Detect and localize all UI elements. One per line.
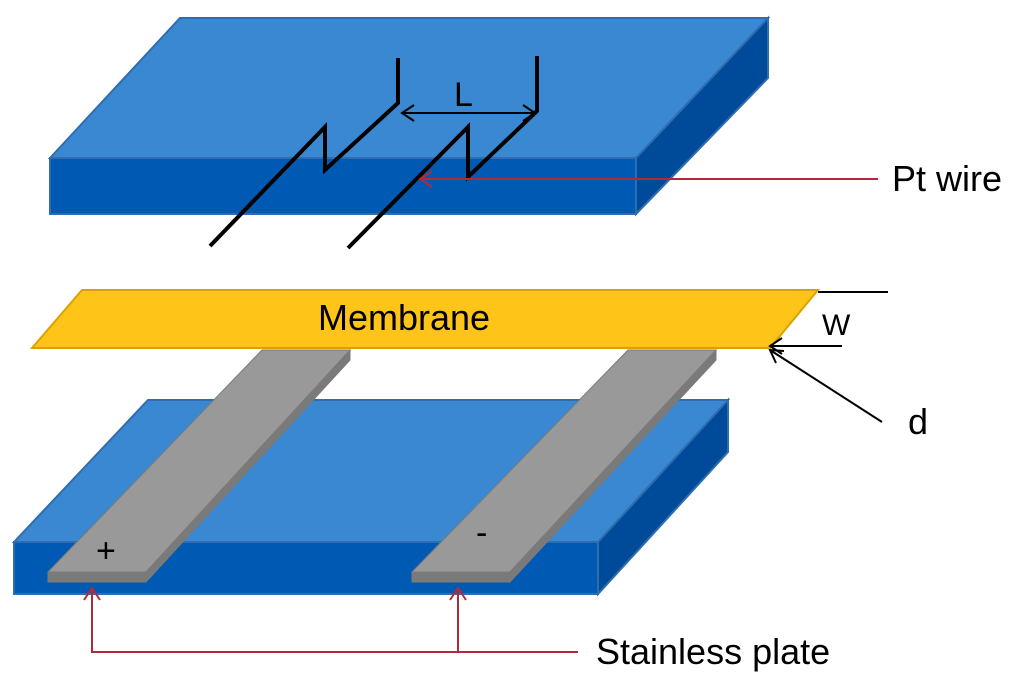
upper-plate-front-face <box>49 157 637 215</box>
membrane <box>29 289 821 349</box>
electrode-positive <box>46 348 352 584</box>
length-dimension: L <box>400 76 537 122</box>
pt-wire-right <box>346 56 539 250</box>
stainless-plate-pointer-line <box>91 588 459 653</box>
width-label: W <box>822 309 851 342</box>
stainless-plate-pointer <box>83 586 578 653</box>
electrode-positive-front <box>47 571 147 583</box>
thickness-label: d <box>908 401 928 442</box>
pt-wire-left <box>208 58 400 248</box>
upper-plate <box>47 15 771 217</box>
upper-plate-side-face <box>635 15 769 217</box>
pt-wire-label: Pt wire <box>892 158 1002 199</box>
pt-wire <box>208 56 539 250</box>
thickness-pointer <box>768 348 883 423</box>
length-label: L <box>454 76 473 114</box>
thickness-pointer-arrowhead <box>768 348 785 364</box>
electrode-negative-front <box>411 571 511 583</box>
stainless-plate-arrowhead-right <box>449 586 467 601</box>
electrode-positive-side <box>145 348 351 584</box>
plus-sign: + <box>96 532 116 570</box>
electrode-negative-side <box>509 348 717 584</box>
pt-wire-pointer <box>418 170 878 188</box>
length-arrow-left <box>400 104 415 122</box>
membrane-label: Membrane <box>318 297 490 338</box>
minus-sign: - <box>476 514 487 552</box>
electrode-negative <box>410 348 718 584</box>
lower-plate-side-face <box>597 397 729 597</box>
membrane-strip <box>29 289 821 349</box>
thickness-pointer-line <box>769 349 883 423</box>
length-arrow-right <box>522 104 537 122</box>
stainless-plate-label: Stainless plate <box>596 631 830 672</box>
pt-wire-pointer-arrowhead <box>418 170 433 188</box>
stainless-plate-arrowhead-left <box>83 586 101 601</box>
